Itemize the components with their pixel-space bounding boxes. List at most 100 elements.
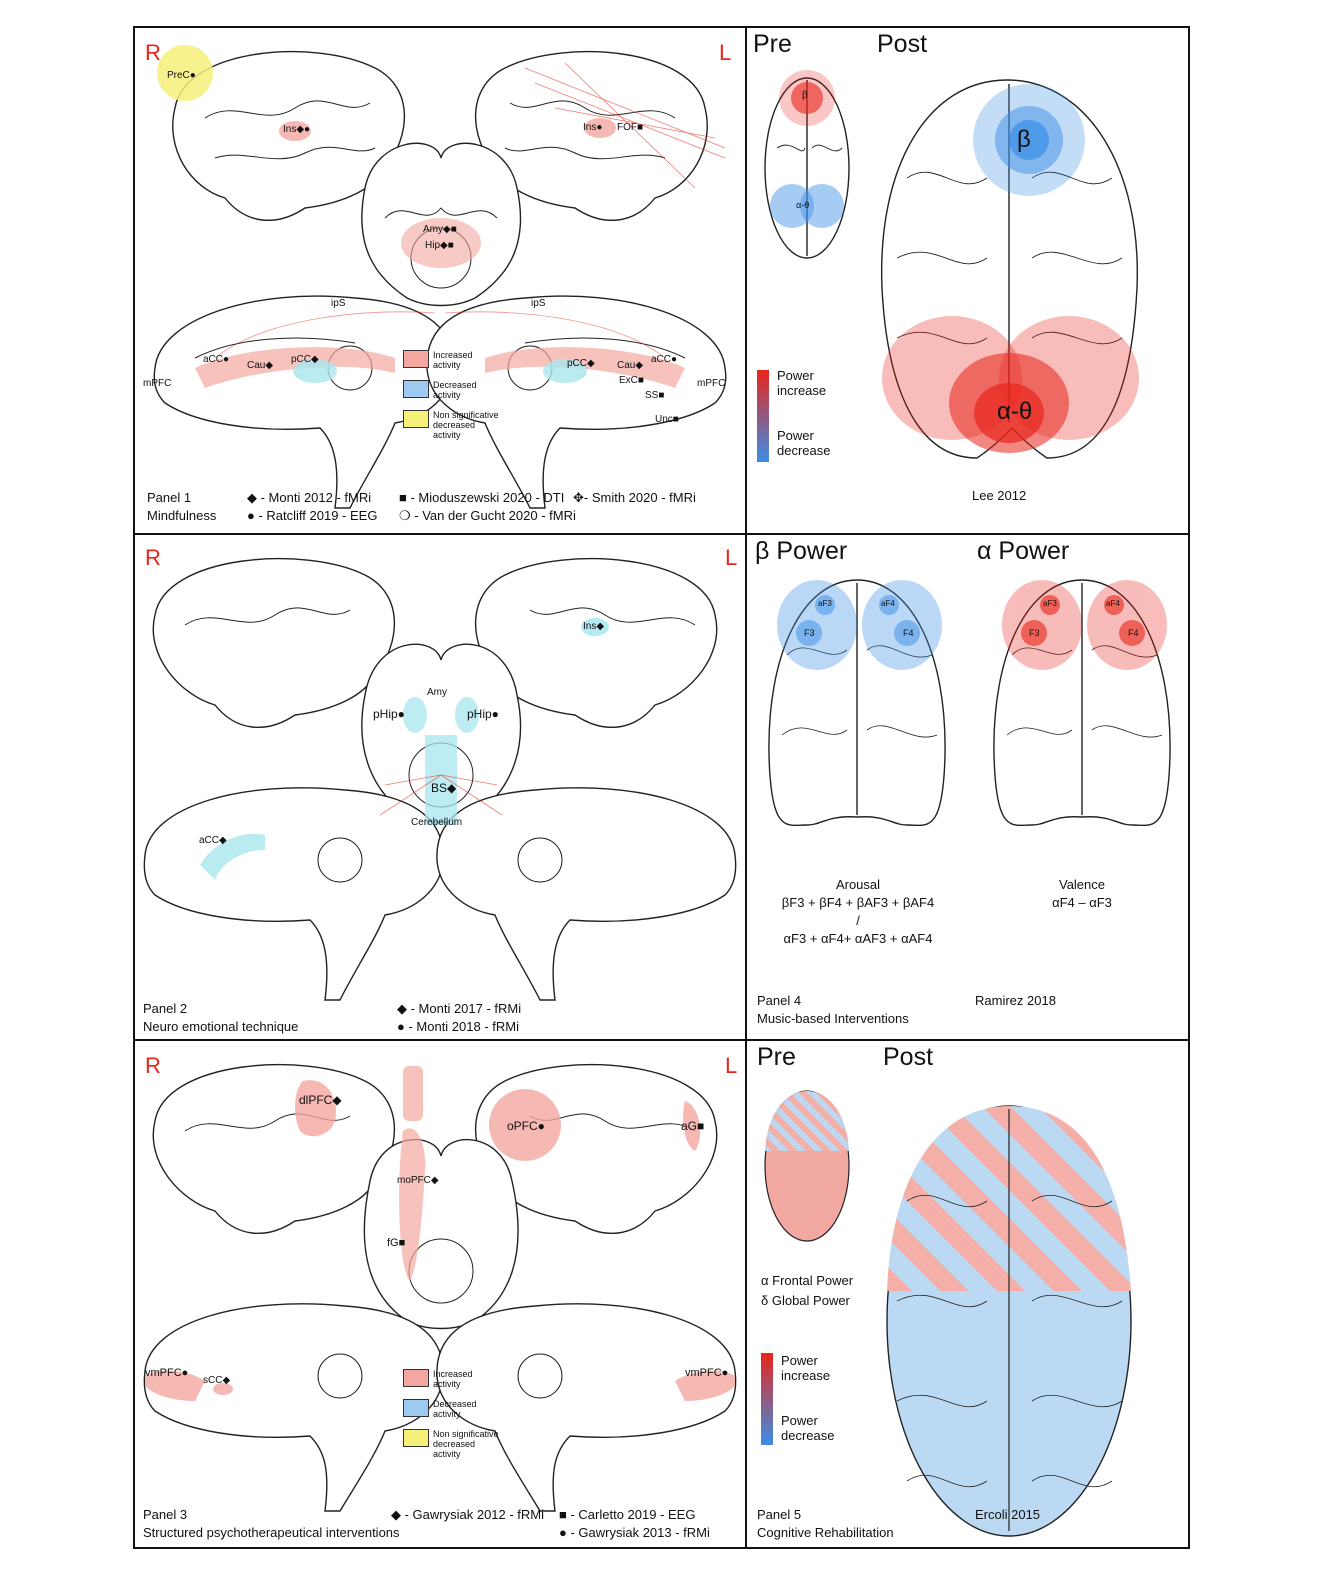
panel-4-title: Panel 4 (757, 993, 801, 1008)
beta-f3: F3 (804, 628, 815, 638)
side-label-right: R (145, 1053, 161, 1079)
side-label-right: R (145, 545, 161, 571)
panel-2-title: Panel 2 (143, 1001, 187, 1016)
panel-1-title: Panel 1 (147, 490, 191, 505)
arousal-denominator: αF3 + αF4+ αAF3 + αAF4 (747, 931, 969, 946)
ercoli-citation: Ercoli 2015 (975, 1507, 1040, 1522)
label-exc: ExC■ (619, 375, 644, 386)
label-ips-left: ipS (531, 298, 545, 309)
legend-increased: Increased activity (403, 350, 493, 370)
label-ag: aG■ (681, 1119, 704, 1133)
label-acc-left: aCC● (651, 354, 677, 365)
label-fg: fG■ (387, 1237, 405, 1249)
label-ins-right: Ins◆● (283, 124, 310, 135)
ref-gawrysiak-2012: ◆ - Gawrysiak 2012 - fRMi (391, 1507, 544, 1523)
legend-decreased: Decreased activity (403, 380, 493, 400)
label-pcc-right: pCC◆ (291, 354, 319, 365)
arousal-numerator: βF3 + βF4 + βAF3 + βAF4 (747, 895, 969, 910)
panel-4: β Power α Power aF3 aF4 F3 F4 aF3 aF4 F3… (745, 533, 1190, 1041)
lee-pre-label: Pre (753, 30, 792, 59)
label-vmpfc-left: vmPFC● (685, 1367, 728, 1379)
panel-5: Pre Post α Frontal Power δ Global Power … (745, 1039, 1190, 1549)
label-mpfc-right: mPFC (143, 378, 171, 389)
power-scale-gradient (757, 370, 769, 462)
beta-f4: F4 (903, 628, 914, 638)
ref-monti-2018: ● - Monti 2018 - fRMi (397, 1019, 519, 1034)
panel-1: R L PreC● Ins◆● Ins● FOF■ Amy◆■ Hip◆■ ip… (133, 26, 747, 535)
panel-2-subtitle: Neuro emotional technique (143, 1019, 298, 1034)
panel-3-subtitle: Structured psychotherapeutical intervent… (143, 1525, 400, 1540)
label-vmpfc-right: vmPFC● (145, 1367, 188, 1379)
label-mopfc: moPFC◆ (397, 1175, 439, 1186)
label-phip-left: pHip● (467, 707, 499, 721)
side-label-left: L (725, 1053, 737, 1079)
label-amy: Amy (427, 687, 447, 698)
panel-5-pre-label: Pre (757, 1043, 796, 1072)
alpha-af3: aF3 (1043, 599, 1057, 608)
alpha-f3: F3 (1029, 628, 1040, 638)
alpha-frontal-power: α Frontal Power (761, 1273, 853, 1288)
lee-pre-beta: β (802, 90, 808, 101)
arousal-label: Arousal (747, 877, 969, 892)
panel-5-post-label: Post (883, 1043, 933, 1072)
label-ins-left: Ins● (583, 122, 602, 133)
lee-post-label: Post (877, 30, 927, 59)
panel-2: R L Ins◆ Amy pHip● pHip● BS◆ Cerebellum … (133, 533, 747, 1041)
alpha-af4: aF4 (1106, 599, 1120, 608)
label-prec: PreC● (167, 70, 196, 81)
legend-increased: Increased activity (403, 1369, 493, 1389)
panel-1-subtitle: Mindfulness (147, 508, 216, 523)
ref-monti-2017: ◆ - Monti 2017 - fRMi (397, 1001, 521, 1017)
alpha-power-title: α Power (977, 537, 1069, 566)
legend-decreased: Decreased activity (403, 1399, 493, 1419)
label-opfc: oPFC● (507, 1119, 545, 1133)
label-phip-right: pHip● (373, 707, 405, 721)
power-increase-label: Power increase (777, 368, 847, 398)
label-acc-right: aCC● (203, 354, 229, 365)
label-mpfc-left: mPFC (697, 378, 725, 389)
label-acc: aCC◆ (199, 835, 227, 846)
side-label-right: R (145, 40, 161, 66)
label-dlpfc: dlPFC◆ (299, 1093, 342, 1107)
label-pcc-left: pCC◆ (567, 358, 595, 369)
panel-lee: Pre Post β β α-θ α-θ Power increase Powe… (745, 26, 1190, 535)
panel-lee-brains (747, 28, 1190, 535)
label-ips-right: ipS (331, 298, 345, 309)
panel-5-subtitle: Cognitive Rehabilitation (757, 1525, 894, 1540)
label-scc: sCC◆ (203, 1375, 230, 1386)
ref-gawrysiak-2013: ● - Gawrysiak 2013 - fRMi (559, 1525, 710, 1540)
legend-nonsig: Non significative decreased activity (403, 1429, 503, 1459)
panel-3: R L dlPFC◆ oPFC● aG■ moPFC◆ fG■ vmPFC● s… (133, 1039, 747, 1549)
legend-nonsig: Non significative decreased activity (403, 410, 503, 440)
lee-citation: Lee 2012 (972, 488, 1026, 503)
power-decrease-label: Power decrease (777, 428, 847, 458)
label-ss: SS■ (645, 390, 664, 401)
beta-af4: aF4 (881, 599, 895, 608)
label-cerebellum: Cerebellum (411, 817, 462, 828)
valence-label: Valence (972, 877, 1190, 892)
delta-global-power: δ Global Power (761, 1293, 850, 1308)
power-scale-gradient (761, 1353, 773, 1445)
side-label-left: L (719, 40, 731, 66)
ref-carletto-2019: ■ - Carletto 2019 - EEG (559, 1507, 695, 1522)
lee-post-beta: β (1017, 126, 1031, 154)
panel-5-title: Panel 5 (757, 1507, 801, 1522)
panel-4-subtitle: Music-based Interventions (757, 1011, 909, 1026)
beta-af3: aF3 (818, 599, 832, 608)
panel-3-title: Panel 3 (143, 1507, 187, 1522)
label-fof: FOF■ (617, 122, 643, 133)
power-increase-label: Power increase (781, 1353, 851, 1383)
lee-pre-alpha-theta: α-θ (796, 200, 809, 210)
label-unc: Unc■ (655, 414, 679, 425)
label-hip: Hip◆■ (425, 240, 454, 251)
valence-formula: αF4 – αF3 (972, 895, 1190, 910)
ref-ratcliff-2019: ● - Ratcliff 2019 - EEG (247, 508, 377, 523)
label-cau-left: Cau◆ (617, 360, 643, 371)
ramirez-citation: Ramirez 2018 (975, 993, 1056, 1008)
panel-3-brains (135, 1041, 747, 1549)
ref-smith-2020: ✥- Smith 2020 - fMRi (573, 490, 696, 506)
label-bs: BS◆ (431, 781, 456, 795)
alpha-f4: F4 (1128, 628, 1139, 638)
panel-1-brains (135, 28, 747, 535)
ref-monti-2012: ◆ - Monti 2012 - fMRi (247, 490, 371, 506)
